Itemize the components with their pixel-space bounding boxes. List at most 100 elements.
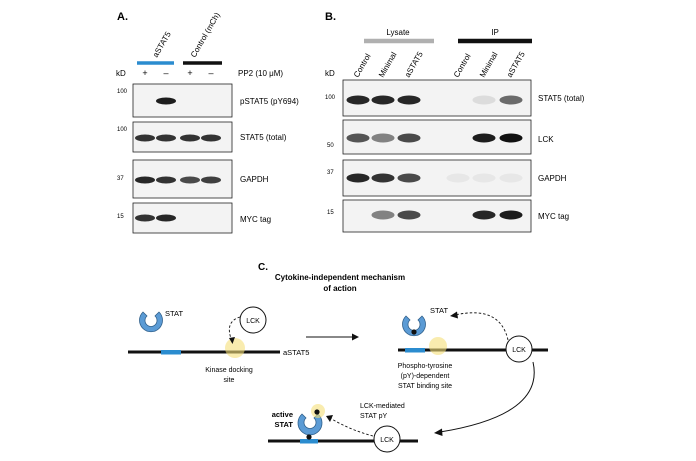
panel-b-label: B. [325, 11, 336, 23]
lane-label-2: Minimal [377, 50, 399, 79]
panel-c: C. Cytokine-independent mechanism of act… [128, 262, 548, 453]
ptyr-label-line2: (pY)-dependent [401, 373, 450, 380]
lane-label-4: Control [452, 52, 473, 79]
docking-site-3 [300, 439, 318, 444]
treatment-sign-2: – [163, 68, 168, 78]
blot-band [397, 173, 421, 183]
active-stat-label-line1: active [272, 410, 293, 419]
treatment-sign-4: – [208, 68, 213, 78]
blot-b-4-mw: 15 [327, 210, 334, 216]
section-label-lysate: Lysate [386, 28, 410, 37]
docking-site-2 [405, 348, 425, 353]
blot-b-2-bands [346, 133, 523, 143]
stat-label-1: STAT [165, 309, 183, 318]
blot-b-3-bands [346, 173, 523, 183]
blot-band [397, 95, 421, 105]
binding-arrowhead-2 [450, 311, 458, 319]
blot-band [346, 133, 370, 143]
ptyr-label-line3: STAT binding site [398, 383, 452, 390]
blot-band [156, 134, 176, 142]
blot-b-2-name: LCK [538, 135, 554, 144]
stage-arrowhead-2 [434, 428, 443, 436]
blot-band [135, 214, 155, 222]
blot-a-1-mw: 100 [117, 89, 128, 95]
blot-band [156, 176, 176, 184]
blot-band [156, 97, 176, 105]
stage-arrowhead-1 [352, 333, 359, 341]
blot-b-1-name: STAT5 (total) [538, 94, 585, 103]
blot-band [371, 210, 395, 220]
kd-label-b: kD [325, 69, 335, 78]
docking-label-line1: Kinase docking [205, 367, 253, 374]
blot-band [397, 210, 421, 220]
blot-band [446, 173, 470, 183]
phosphorylation-arrow [329, 417, 374, 437]
blot-band [499, 173, 523, 183]
mediated-label-line1: LCK-mediated [360, 403, 405, 410]
blot-band [499, 133, 523, 143]
blot-a-4-bands [135, 214, 176, 222]
ptyr-label-line1: Phospho-tyrosine [398, 363, 453, 370]
blot-band [135, 134, 155, 142]
lck-kinase-icon-1 [239, 306, 267, 334]
blot-band [135, 176, 155, 184]
blot-band [371, 173, 395, 183]
panel-b: B. Lysate IP Control Minimal aSTAT5 Cont… [325, 11, 585, 233]
blot-band [156, 214, 176, 222]
blot-band [472, 133, 496, 143]
blot-b-3-name: GAPDH [538, 174, 567, 183]
group-label-astat5: aSTAT5 [151, 30, 173, 59]
binding-arrow-2 [454, 312, 509, 341]
blot-a-2-mw: 100 [117, 127, 128, 133]
active-phospho-dot-top [314, 409, 320, 415]
blot-b-1-frame [342, 79, 532, 117]
phospho-dot-2 [411, 329, 417, 335]
phosphorylation-arrowhead [326, 415, 333, 422]
panel-c-title-line1: Cytokine-independent mechanism [275, 273, 405, 282]
astat5-label: aSTAT5 [283, 348, 309, 357]
blot-b-1-bands [346, 95, 523, 105]
kd-label-a: kD [116, 69, 126, 78]
blot-band [499, 95, 523, 105]
blot-b-2-mw: 50 [327, 143, 334, 149]
stat-label-2: STAT [430, 306, 448, 315]
lane-label-5: Minimal [478, 50, 500, 79]
panel-a-label: A. [117, 11, 128, 23]
blot-band [180, 134, 200, 142]
treatment-label: PP2 (10 μM) [238, 69, 283, 78]
mediated-label-line2: STAT pY [360, 413, 388, 420]
blot-b-1-mw: 100 [325, 95, 336, 101]
panel-c-label: C. [258, 262, 268, 273]
blot-band [397, 133, 421, 143]
blot-band [201, 176, 221, 184]
stat-protein-icon-2 [402, 315, 426, 337]
blot-band [499, 210, 523, 220]
lck-label-1: LCK [246, 318, 260, 325]
blot-b-3-mw: 37 [327, 170, 334, 176]
section-label-ip: IP [491, 28, 499, 37]
lck-kinase-icon-2 [505, 335, 533, 363]
blot-band [201, 134, 221, 142]
group-label-control: Control (mCh) [189, 11, 222, 59]
blot-a-2-bands [135, 134, 221, 142]
blot-a-2-name: STAT5 (total) [240, 133, 287, 142]
binding-arrowhead-1 [229, 337, 235, 344]
blot-a-4-name: MYC tag [240, 215, 271, 224]
blot-band [472, 210, 496, 220]
lane-label-1: Control [352, 52, 373, 79]
active-stat-label-line2: STAT [275, 420, 294, 429]
lck-label-3: LCK [380, 437, 394, 444]
docking-label-line2: site [224, 377, 235, 384]
docking-highlight-1 [225, 338, 245, 358]
lane-label-6: aSTAT5 [505, 50, 527, 79]
blot-a-3-bands [135, 176, 221, 184]
active-phospho-dot-bottom [306, 434, 312, 440]
blot-band [180, 176, 200, 184]
blot-b-4-bands [371, 210, 523, 220]
blot-a-3-name: GAPDH [240, 175, 269, 184]
treatment-sign-3: + [187, 68, 192, 78]
stage-arrow-2 [439, 361, 535, 433]
ptyr-highlight-2 [429, 337, 447, 355]
blot-a-1-bands [156, 97, 176, 105]
